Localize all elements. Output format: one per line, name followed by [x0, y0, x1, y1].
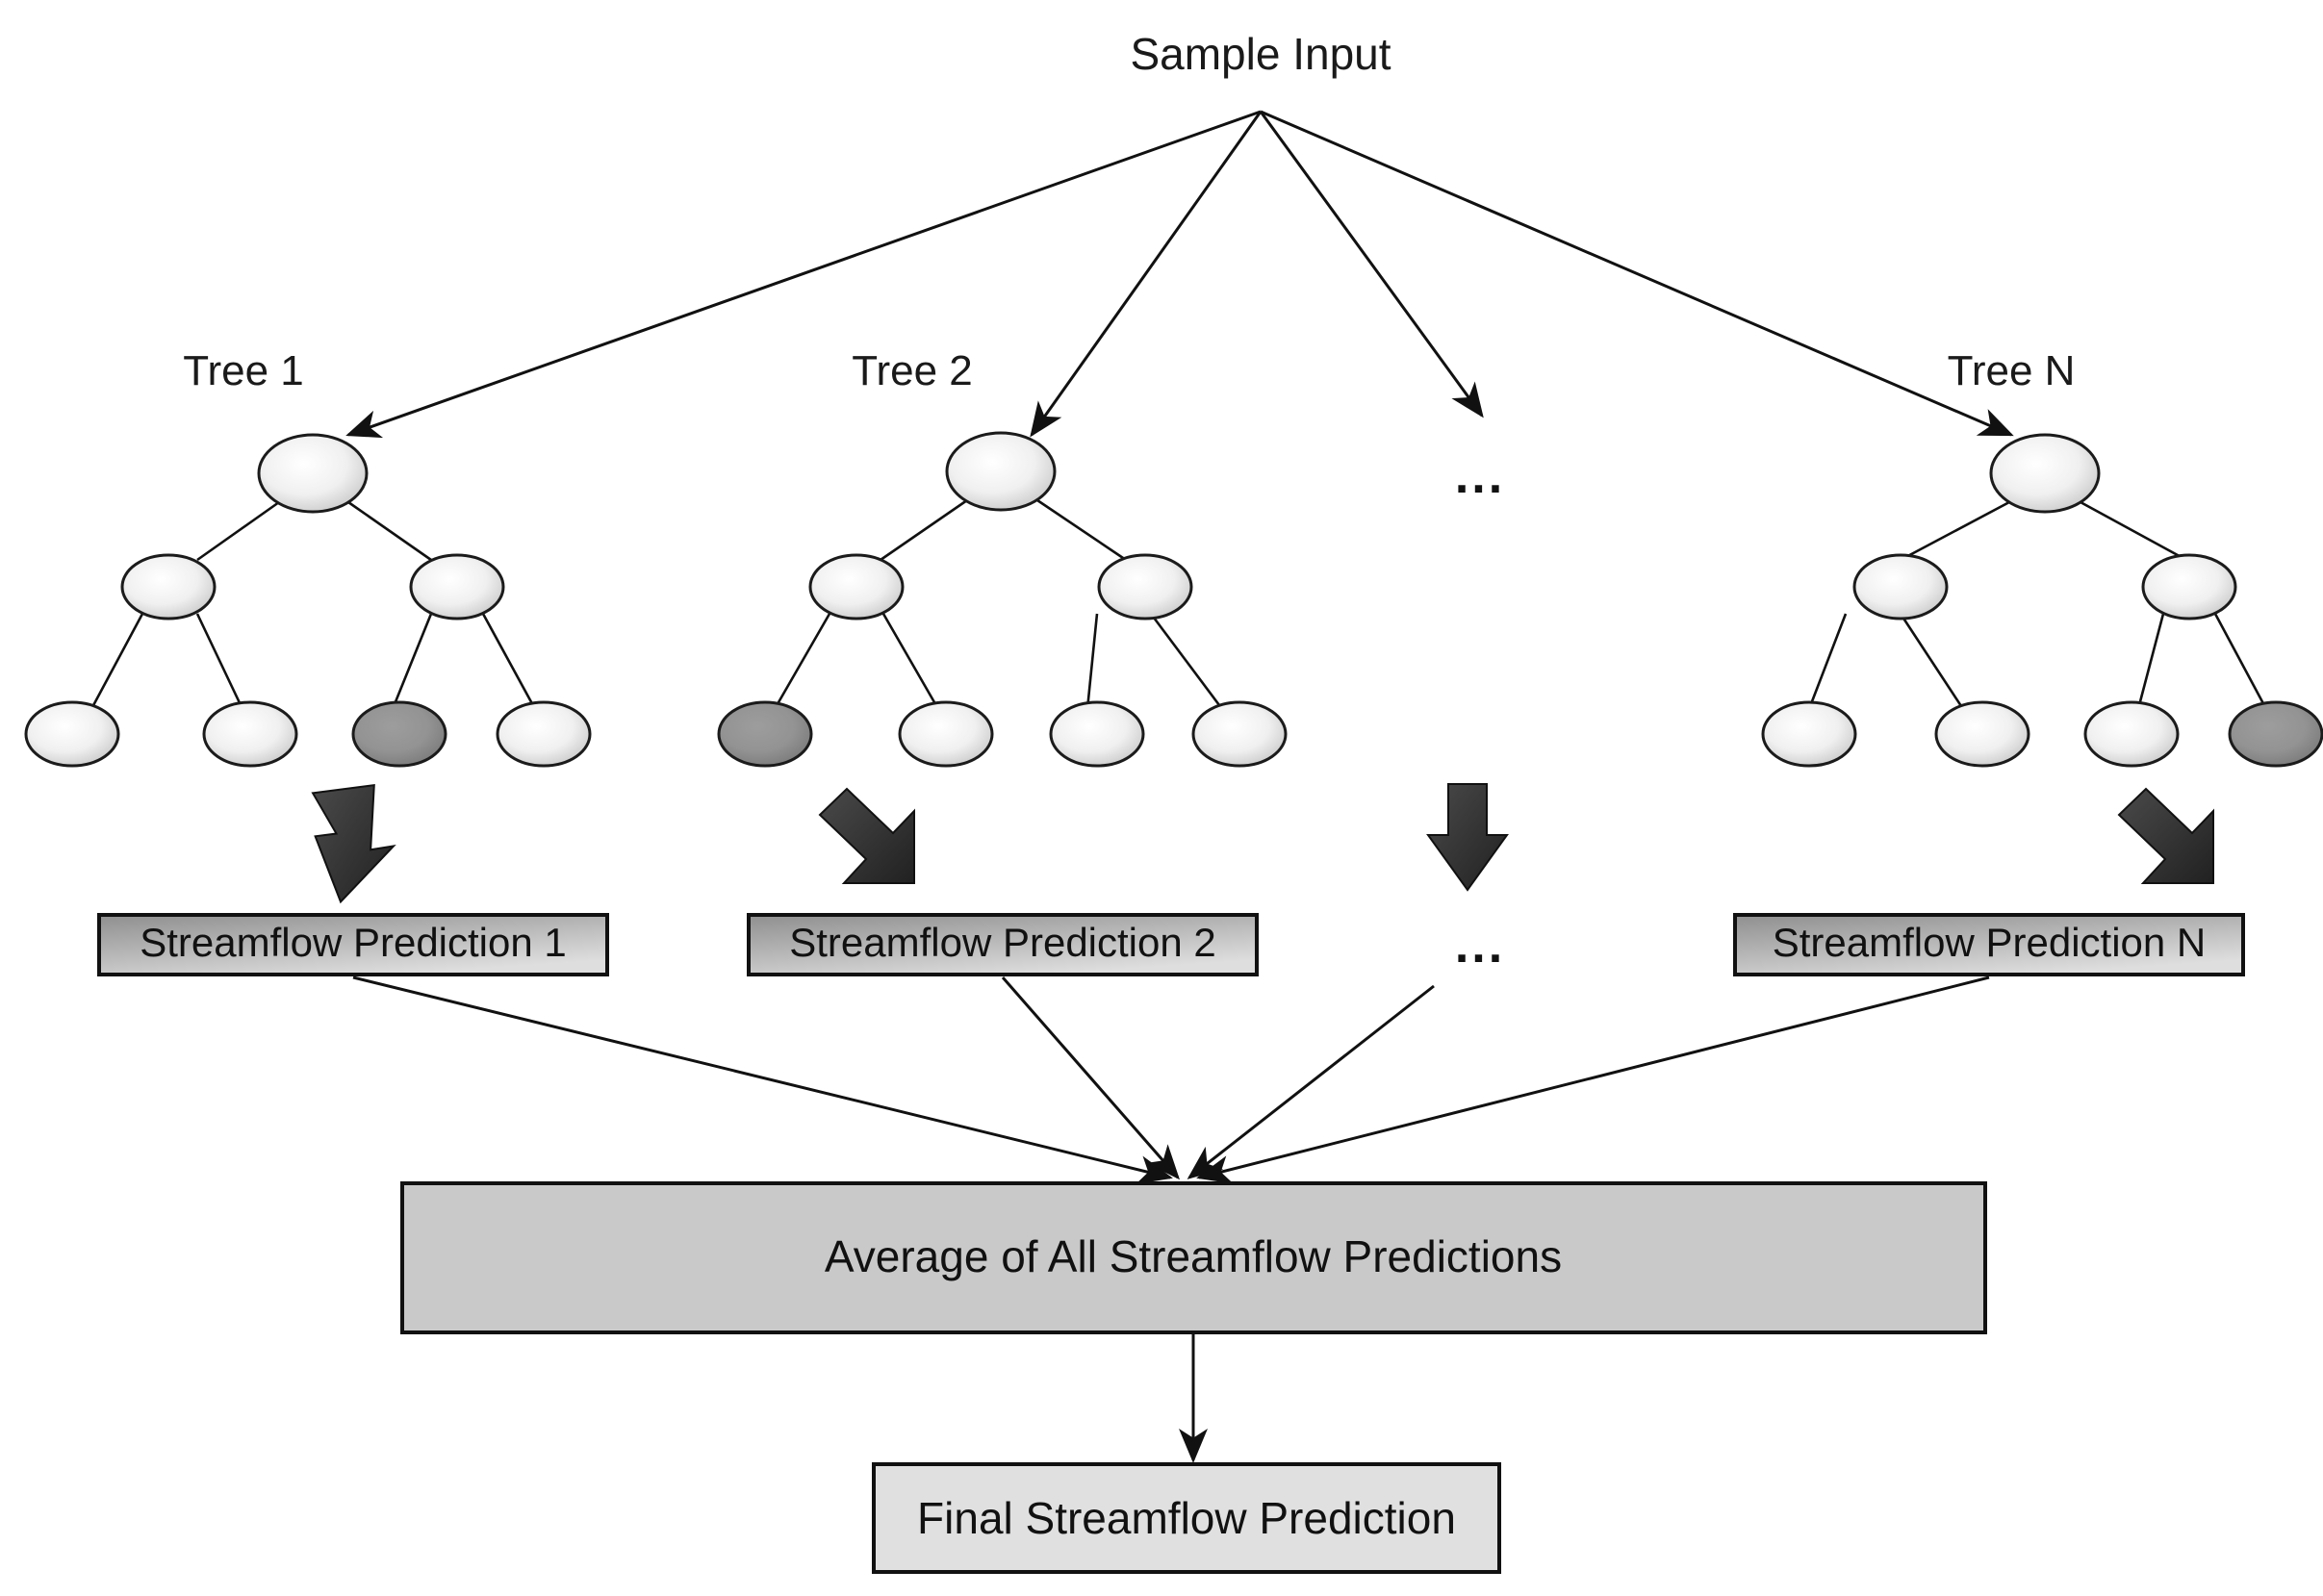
tree-n-internal-node-right [2141, 553, 2237, 621]
sample-input-fanout [345, 110, 2014, 439]
block-arrow-tree-1 [311, 783, 396, 904]
tree-1-leaf-node-1 [24, 700, 120, 768]
tree-1-label: Tree 1 [183, 347, 304, 394]
prediction-box-n-label: Streamflow Prediction N [1773, 920, 2207, 965]
tree-2-group: Tree 2 [717, 347, 1288, 768]
converge-arrow-from-prediction-n [1196, 975, 1990, 1184]
tree-n-edges [1807, 500, 2268, 710]
tree-1-leaf-node-3 [351, 700, 447, 768]
tree-n-leaf-node-3 [2083, 700, 2180, 768]
final-box-rect[interactable] [872, 1462, 1501, 1574]
prediction-box-1-label: Streamflow Prediction 1 [140, 920, 567, 965]
prediction-convergence-arrows [352, 975, 1990, 1184]
converge-arrow-from-prediction-1 [352, 975, 1173, 1184]
final-box-label: Final Streamflow Prediction [917, 1493, 1456, 1543]
block-arrow-ellipsis-column [1426, 783, 1509, 892]
tree-1-internal-node-left [120, 553, 217, 621]
average-box-label: Average of All Streamflow Predictions [825, 1231, 1562, 1281]
tree-1-leaf-node-4 [496, 700, 592, 768]
tree-2-leaf-node-1 [717, 700, 813, 768]
tree-n-label: Tree N [1948, 347, 2076, 394]
tree-2-label: Tree 2 [852, 347, 973, 394]
converge-arrow-from-ellipsis [1187, 984, 1435, 1179]
prediction-box-1-rect[interactable] [97, 913, 609, 976]
tree-2-leaf-node-4 [1191, 700, 1288, 768]
tree-2-edges [773, 498, 1224, 710]
prediction-box-n[interactable]: Streamflow Prediction N [1733, 913, 2245, 976]
block-arrow-tree-2 [818, 787, 915, 884]
tree-1-internal-node-right [409, 553, 505, 621]
converge-arrow-from-prediction-2 [1001, 976, 1180, 1180]
tree-2-internal-node-right [1097, 553, 1193, 621]
tree-1-leaf-node-2 [202, 700, 298, 768]
tree-row-ellipsis: ... [1455, 448, 1505, 504]
tree-1-root-node [257, 433, 369, 514]
block-arrow-tree-n [2117, 787, 2214, 884]
prediction-box-2-rect[interactable] [747, 913, 1259, 976]
fan-arrow-to-tree-1 [345, 110, 1262, 439]
tree-2-leaf-node-2 [898, 700, 994, 768]
prediction-box-2-label: Streamflow Prediction 2 [789, 920, 1216, 965]
average-box-rect[interactable] [400, 1181, 1987, 1334]
prediction-row-ellipsis: ... [1455, 918, 1505, 974]
tree-1-group: Tree 1 [24, 347, 592, 768]
page-title: Sample Input [1130, 29, 1391, 79]
tree-n-leaf-node-1 [1761, 700, 1857, 768]
prediction-box-2[interactable]: Streamflow Prediction 2 [747, 913, 1259, 976]
tree-n-internal-node-left [1852, 553, 1949, 621]
tree-n-leaf-node-2 [1934, 700, 2030, 768]
tree-2-internal-node-left [808, 553, 905, 621]
tree-2-leaf-node-3 [1049, 700, 1145, 768]
prediction-box-n-rect[interactable] [1733, 913, 2245, 976]
fan-arrow-to-tree-2 [1030, 111, 1263, 438]
tree-n-root-node [1989, 433, 2101, 514]
fan-arrow-to-tree-n [1260, 110, 2014, 437]
tree-2-root-node [945, 431, 1057, 512]
final-box[interactable]: Final Streamflow Prediction [872, 1462, 1501, 1574]
tree-1-edges [89, 500, 537, 710]
fan-arrow-to-tree-ellipsis [1259, 111, 1484, 418]
average-box[interactable]: Average of All Streamflow Predictions [400, 1181, 1987, 1334]
tree-n-leaf-node-4 [2228, 700, 2323, 768]
tree-n-group: Tree N [1761, 347, 2323, 768]
prediction-box-1[interactable]: Streamflow Prediction 1 [97, 913, 609, 976]
